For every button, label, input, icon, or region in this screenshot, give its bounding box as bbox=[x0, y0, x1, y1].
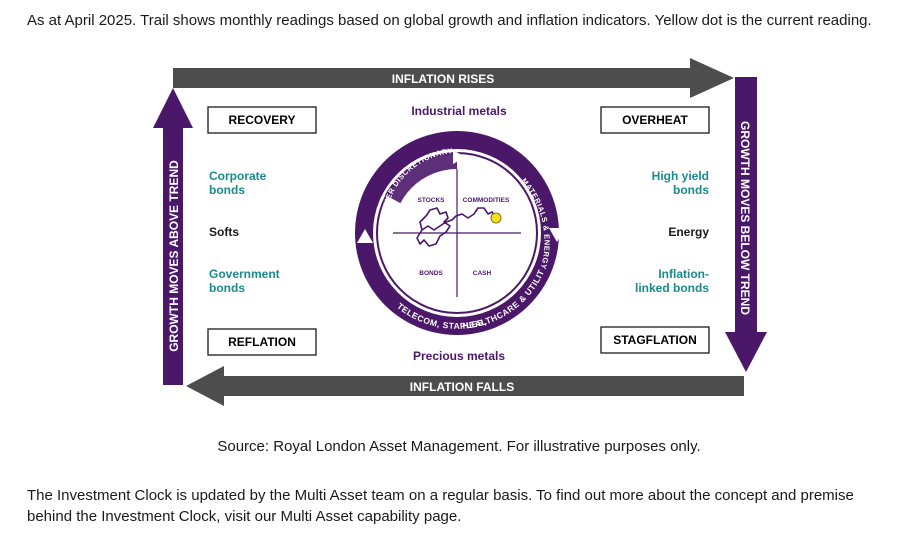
arrow-top-label: INFLATION RISES bbox=[392, 72, 494, 86]
phase-stagflation: STAGFLATION bbox=[600, 326, 710, 354]
phase-stagflation-label: STAGFLATION bbox=[613, 333, 697, 347]
left-assets: Corporate bonds Softs Government bonds bbox=[209, 169, 280, 295]
asset-inflation-linked-line1: Inflation- bbox=[658, 267, 709, 281]
inner-quadrants: STOCKS COMMODITIES BONDS CASH bbox=[393, 169, 521, 297]
arrow-right-label: GROWTH MOVES BELOW TREND bbox=[738, 121, 752, 315]
asset-inflation-linked-line2: linked bonds bbox=[635, 281, 709, 295]
asset-high-yield-line1: High yield bbox=[652, 169, 709, 183]
source-text: Source: Royal London Asset Management. F… bbox=[217, 438, 701, 455]
intro-text: As at April 2025. Trail shows monthly re… bbox=[27, 12, 872, 29]
arrow-inflation-rises: INFLATION RISES bbox=[173, 58, 734, 98]
phase-overheat-label: OVERHEAT bbox=[622, 113, 688, 127]
asset-softs: Softs bbox=[209, 225, 239, 239]
arrow-bottom-label: INFLATION FALLS bbox=[410, 380, 514, 394]
arrow-growth-above-trend: GROWTH MOVES ABOVE TREND bbox=[153, 88, 193, 385]
asset-government-bonds-line1: Government bbox=[209, 267, 280, 281]
asset-precious-metals: Precious metals bbox=[413, 349, 505, 363]
reading-trail bbox=[416, 207, 497, 247]
footer-text: The Investment Clock is updated by the M… bbox=[27, 487, 854, 525]
quadrant-cash: CASH bbox=[473, 270, 492, 277]
quadrant-commodities: COMMODITIES bbox=[463, 197, 510, 204]
phase-recovery-label: RECOVERY bbox=[229, 113, 296, 127]
ring-triangle-left bbox=[357, 229, 373, 243]
quadrant-bonds: BONDS bbox=[419, 270, 443, 277]
asset-corporate-bonds-line1: Corporate bbox=[209, 169, 267, 183]
quadrant-stocks: STOCKS bbox=[418, 197, 446, 204]
arrow-growth-below-trend: GROWTH MOVES BELOW TREND bbox=[725, 77, 767, 372]
asset-energy: Energy bbox=[668, 225, 709, 239]
arrow-inflation-falls: INFLATION FALLS bbox=[186, 366, 744, 406]
phase-overheat: OVERHEAT bbox=[600, 106, 710, 134]
phase-reflation-label: REFLATION bbox=[228, 335, 296, 349]
asset-industrial-metals: Industrial metals bbox=[411, 104, 507, 118]
asset-government-bonds-line2: bonds bbox=[209, 281, 245, 295]
current-reading-marker bbox=[490, 212, 502, 224]
right-assets: High yield bonds Energy Inflation- linke… bbox=[635, 169, 709, 295]
ring-triangle-right bbox=[549, 228, 565, 242]
asset-corporate-bonds-line2: bonds bbox=[209, 183, 245, 197]
ring-triangle-top bbox=[453, 150, 465, 164]
asset-high-yield-line2: bonds bbox=[673, 183, 709, 197]
arrow-left-label: GROWTH MOVES ABOVE TREND bbox=[167, 160, 181, 352]
phase-reflation: REFLATION bbox=[207, 328, 317, 356]
investment-clock-diagram: INFLATION RISES INFLATION FALLS GROWTH M… bbox=[153, 58, 767, 406]
phase-recovery: RECOVERY bbox=[207, 106, 317, 134]
